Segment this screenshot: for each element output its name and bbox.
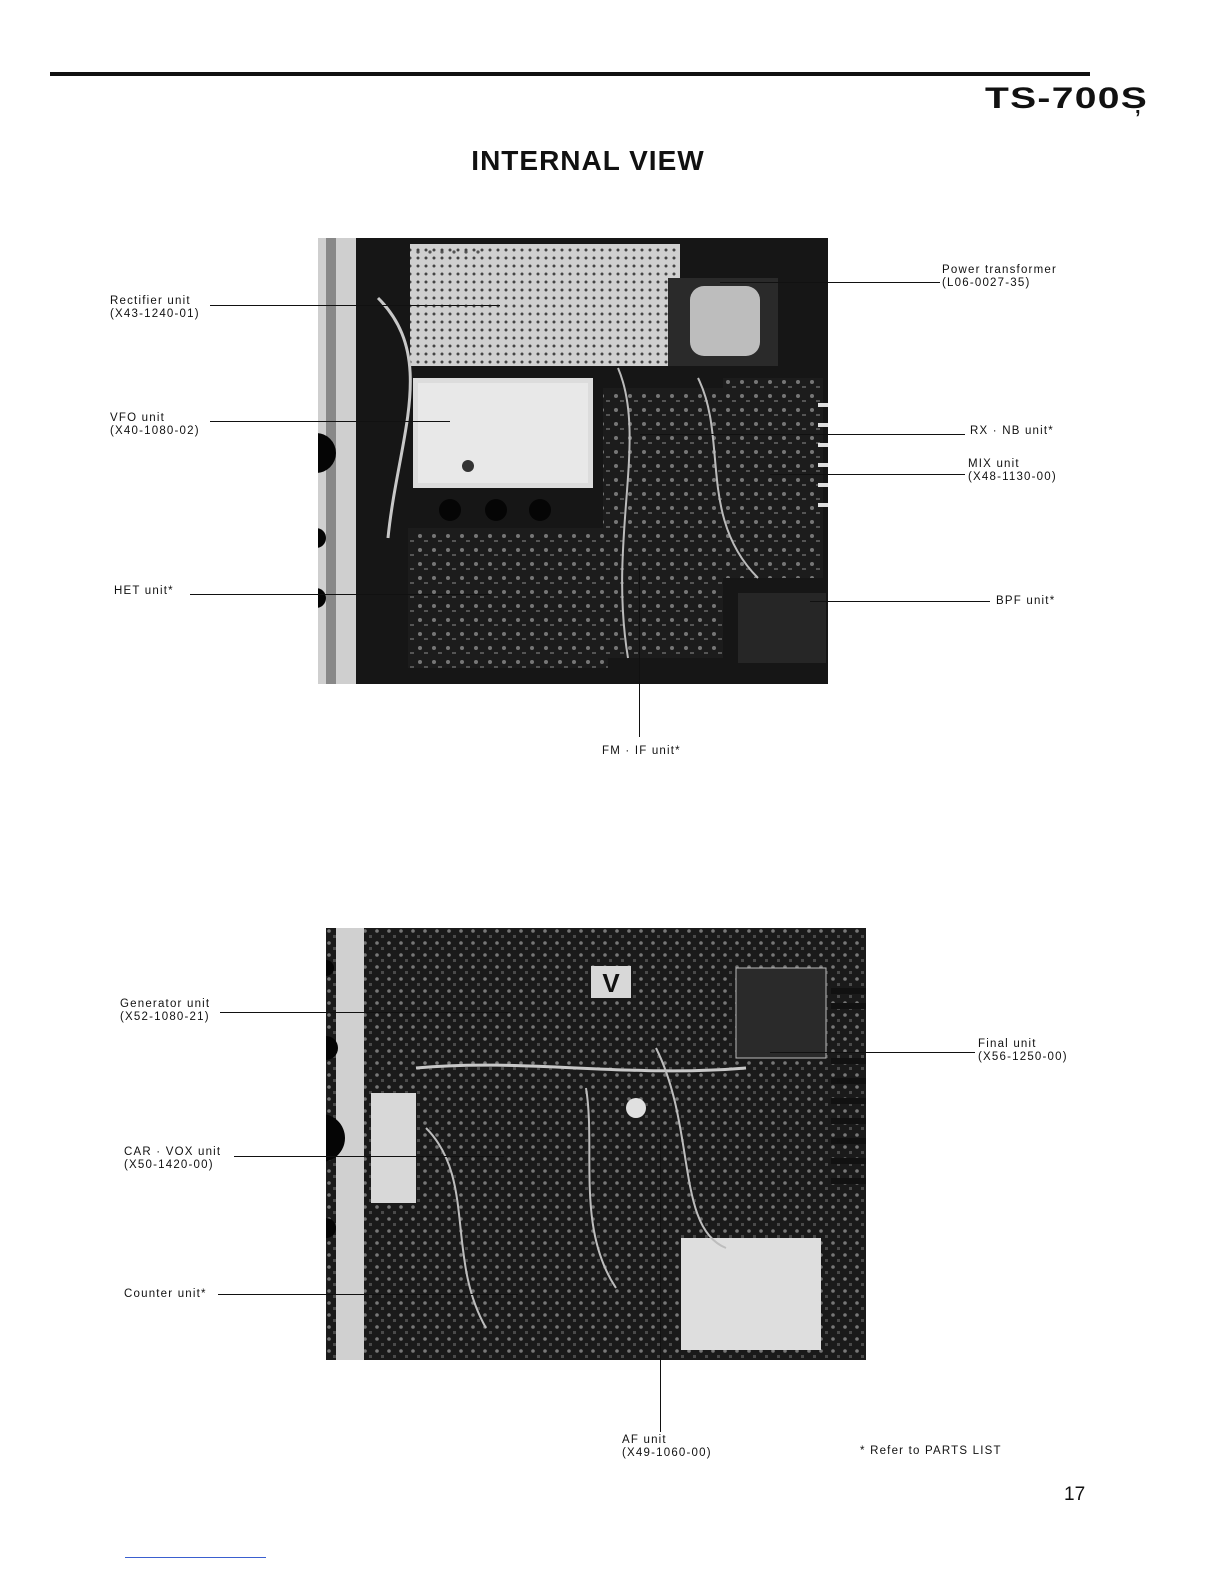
leader-rectifier <box>210 305 500 306</box>
leader-counter <box>218 1294 518 1295</box>
bottom-chassis-illustration: V <box>326 928 866 1360</box>
page-title: INTERNAL VIEW <box>471 145 705 176</box>
leader-generator <box>220 1012 510 1013</box>
leader-mix <box>770 474 965 475</box>
svg-text:V: V <box>602 968 620 998</box>
leader-power <box>720 282 940 283</box>
label-generator-unit: Generator unit(X52-1080-21) <box>120 998 211 1023</box>
parts-list-note: * Refer to PARTS LIST <box>860 1445 1002 1457</box>
leader-car-vox <box>234 1156 504 1157</box>
label-vfo-unit: VFO unit(X40-1080-02) <box>110 412 200 437</box>
leader-af <box>660 1135 661 1432</box>
label-final-unit: Final unit(X56-1250-00) <box>978 1038 1068 1063</box>
header-rule <box>50 72 1090 76</box>
label-rx-nb-unit: RX · NB unit* <box>970 425 1054 437</box>
leader-final <box>770 1052 975 1053</box>
page-number: 17 <box>1064 1484 1086 1505</box>
label-het-unit: HET unit* <box>114 585 174 597</box>
label-car-vox-unit: CAR · VOX unit(X50-1420-00) <box>124 1146 222 1171</box>
leader-fm-if <box>639 565 640 737</box>
label-bpf-unit: BPF unit* <box>996 595 1056 607</box>
leader-bpf <box>810 601 990 602</box>
label-rectifier-unit: Rectifier unit(X43-1240-01) <box>110 295 200 320</box>
label-mix-unit: MIX unit(X48-1130-00) <box>968 458 1057 483</box>
label-counter-unit: Counter unit* <box>124 1288 207 1300</box>
leader-rx-nb <box>640 434 965 435</box>
model-number: TS-700S <box>985 82 1149 115</box>
label-power-transformer: Power transformer(L06-0027-35) <box>942 264 1057 289</box>
leader-vfo <box>210 421 450 422</box>
footer-rule <box>125 1557 266 1558</box>
label-af-unit: AF unit(X49-1060-00) <box>622 1434 712 1459</box>
bottom-internal-photo: V <box>326 928 866 1360</box>
label-fm-if-unit: FM · IF unit* <box>602 745 681 757</box>
leader-het <box>190 594 490 595</box>
corner-mark: , <box>1135 96 1141 118</box>
